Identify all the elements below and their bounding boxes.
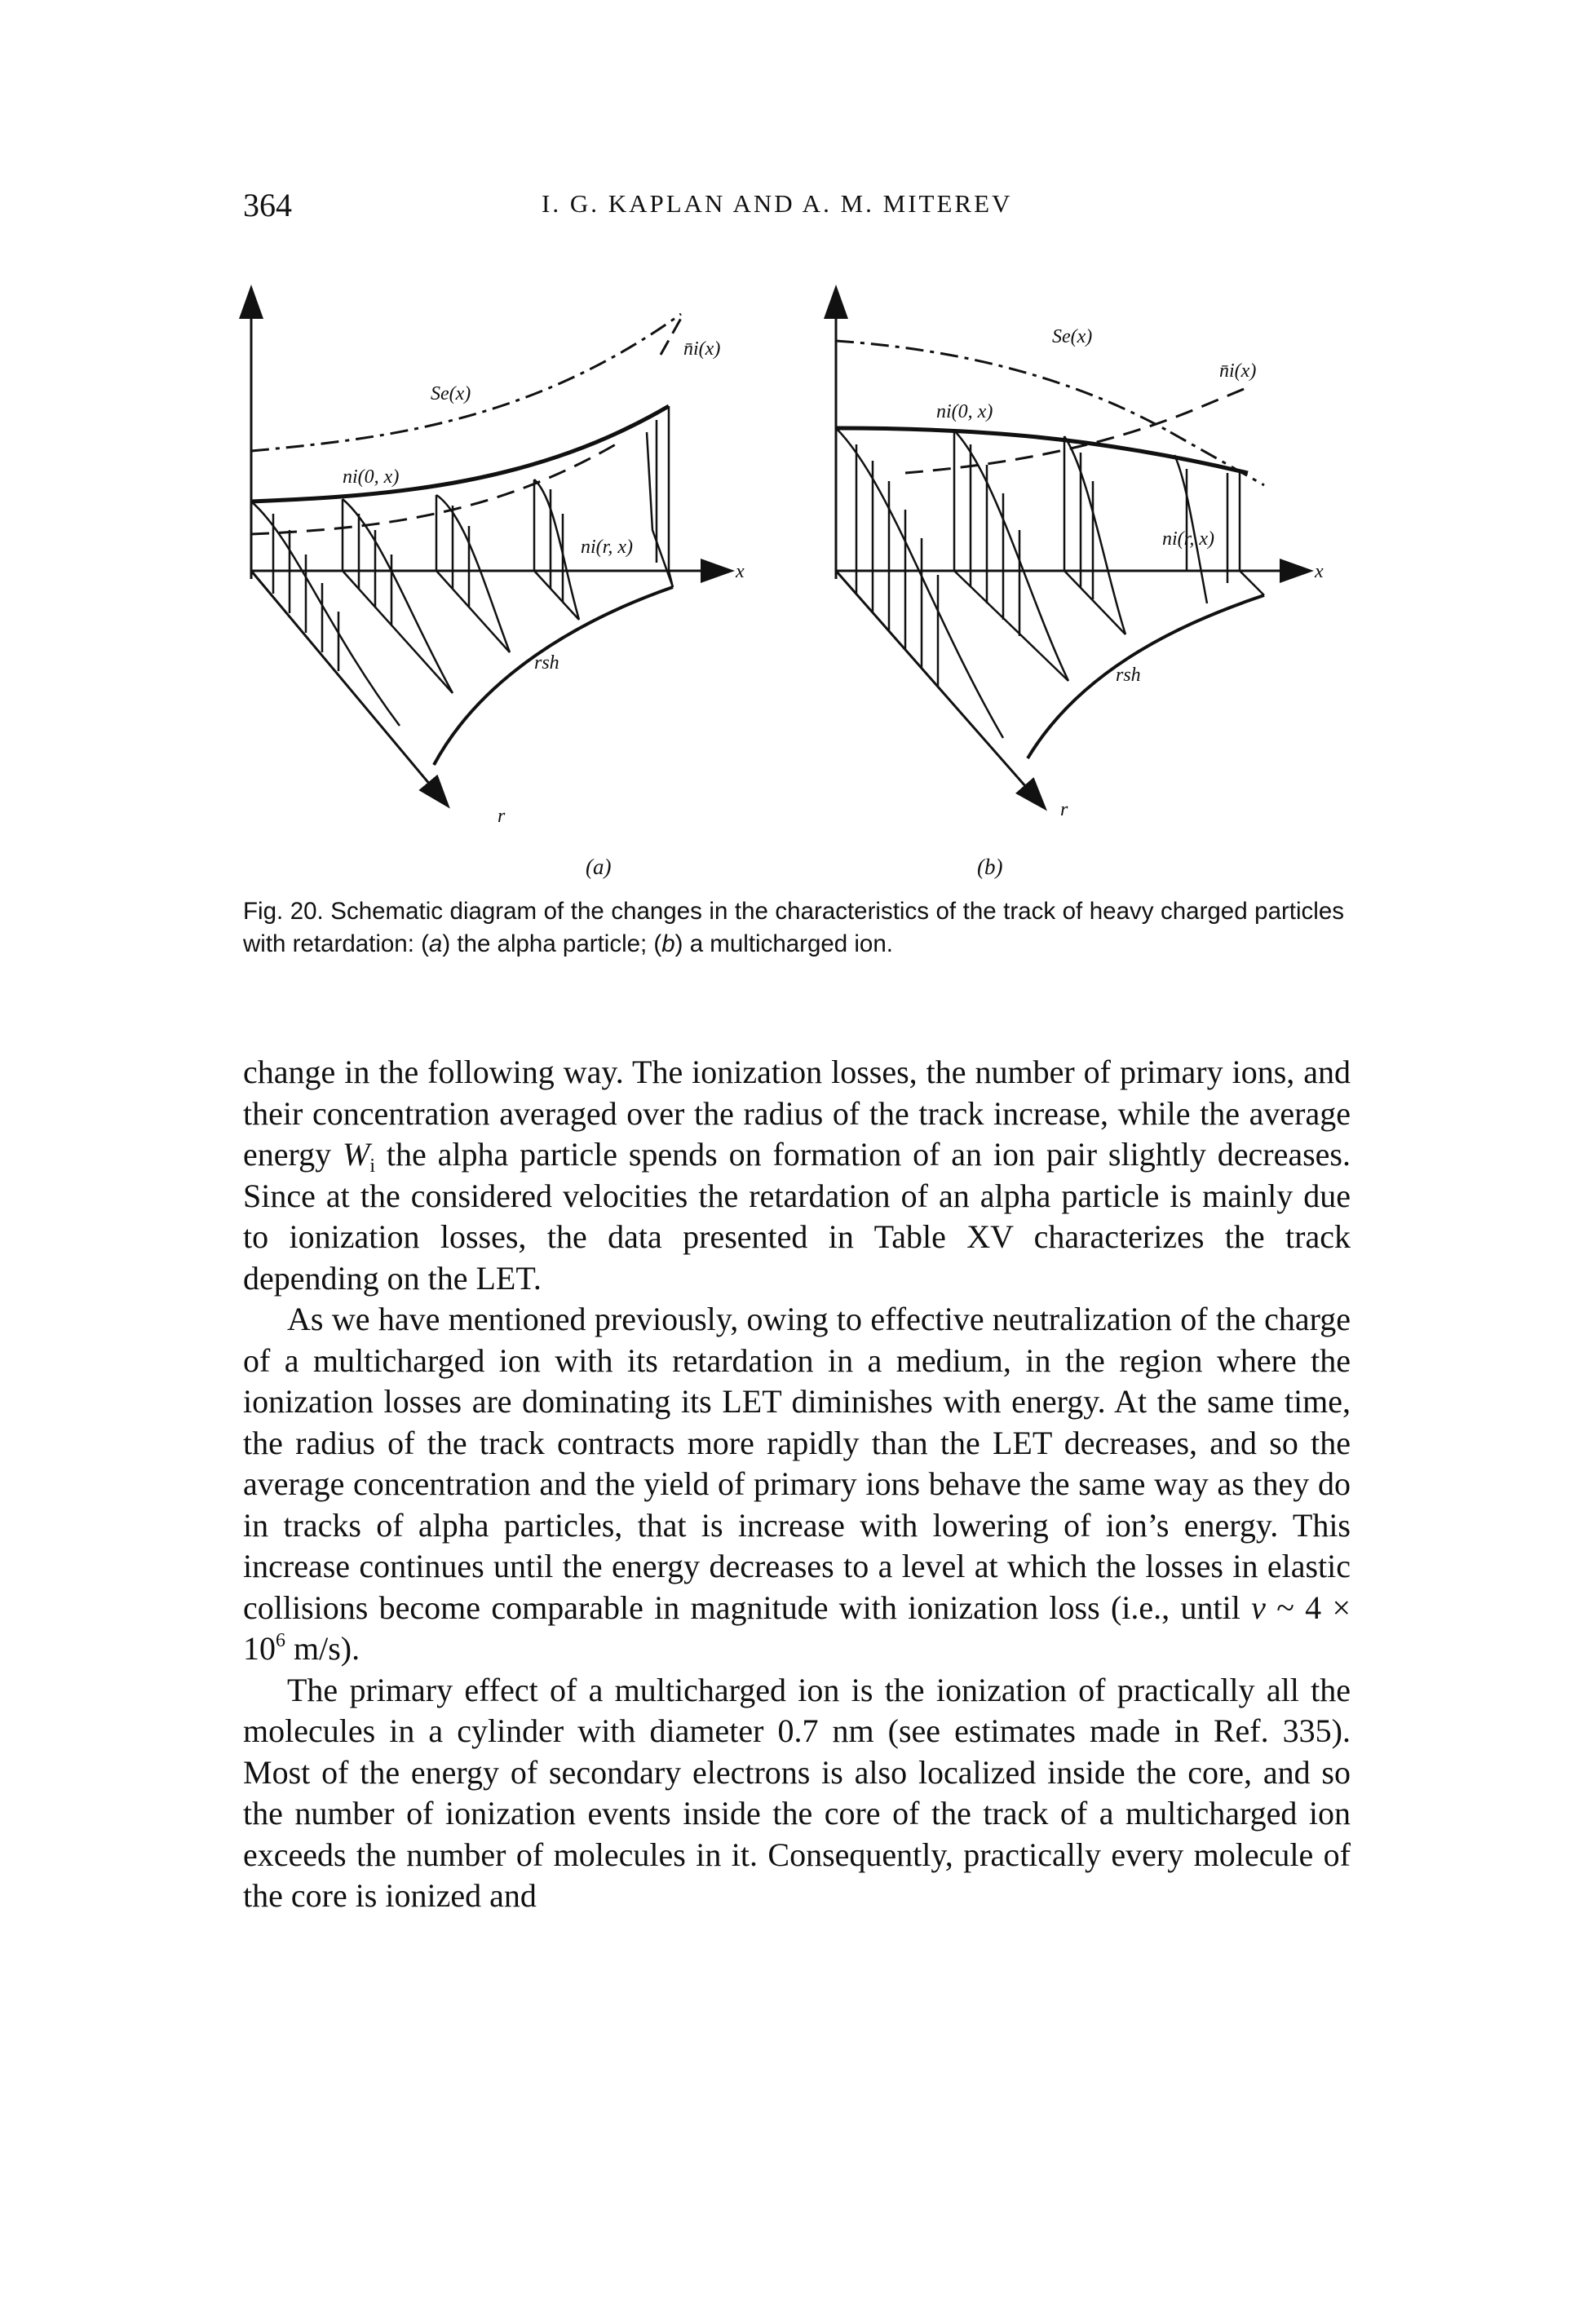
p1-var: W [342,1136,370,1173]
caption-text-2: ) the alpha particle; ( [442,930,662,957]
panel-b-r-axis [834,570,1047,811]
panel-b-label-x: x [1314,561,1324,582]
paragraph-3: The primary effect of a multicharged ion… [243,1671,1351,1915]
caption-b-mark: b [661,930,675,957]
panel-b-rsh-curve [1026,594,1265,760]
p1-sub: i [369,1155,375,1177]
panel-b-slices [834,427,1265,739]
panel-b [824,285,1314,811]
figure-20: Se(x) n̄i(x) ni(0, x) ni(r, x) rsh x r (… [237,269,1362,889]
panel-a [239,285,735,809]
p2-var: v [1251,1588,1266,1626]
p2-part1: As we have mentioned previously, owing t… [243,1301,1351,1626]
panel-a-se-curve [250,312,682,453]
panel-b-ni-avg-curve [904,386,1249,475]
panel-a-label-rsh: rsh [534,652,559,674]
panel-b-label-r: r [1060,799,1068,820]
panel-a-label-ni-avg: n̄i(x) [683,338,720,360]
figure-20-diagram: Se(x) n̄i(x) ni(0, x) ni(r, x) rsh x r (… [239,285,1324,879]
panel-b-se-curve [835,339,1171,434]
p2-sup: 6 [276,1630,285,1651]
paragraph-1: change in the following way. The ionizat… [243,1052,1351,1299]
panel-a-slices [250,406,674,727]
panel-b-label-ni0: ni(0, x) [936,401,993,422]
panel-b-label-ni-avg: n̄i(x) [1219,360,1256,382]
panel-a-r-axis [250,570,450,809]
panel-b-ni0-curve [835,426,1249,475]
p2-part2: m/s). [285,1630,360,1667]
panel-a-label-nir: ni(r, x) [581,537,633,558]
panel-a-label-r: r [498,806,506,827]
figure-caption: Fig. 20. Schematic diagram of the change… [243,895,1344,961]
panel-a-ni0-curve [250,404,670,504]
p1-part1: change in the following way. The ionizat… [243,1054,1351,1173]
running-head: I. G. KAPLAN AND A. M. MITEREV [542,189,1013,218]
caption-text-3: ) a multicharged ion. [674,930,893,957]
panel-b-label-se: Se(x) [1052,326,1092,347]
p2-mid: ~ 4 × 10 [243,1588,1351,1668]
panel-a-caption-label: (a) [586,855,611,879]
p1-part2: the alpha particle spends on formation o… [243,1136,1351,1297]
panel-a-label-se: Se(x) [431,383,471,404]
panel-a-rsh-curve [432,585,674,766]
caption-a-mark: a [428,930,443,957]
page-number: 364 [243,187,292,223]
panel-a-ni-avg-tail [659,313,685,356]
panel-b-caption-label: (b) [977,855,1002,879]
body-text: change in the following way. The ionizat… [243,1052,1351,1917]
panel-b-label-nir: ni(r, x) [1162,528,1214,550]
page-header: 364 I. G. KAPLAN AND A. M. MITEREV [237,186,1378,235]
panel-a-label-ni0: ni(0, x) [343,466,399,488]
panel-a-label-x: x [735,561,745,582]
panel-b-label-rsh: rsh [1116,665,1141,686]
paragraph-2: As we have mentioned previously, owing t… [243,1299,1351,1670]
caption-prefix: Fig. 20. [243,898,324,925]
caption-text-1: Schematic diagram of the changes in the … [243,898,1345,957]
